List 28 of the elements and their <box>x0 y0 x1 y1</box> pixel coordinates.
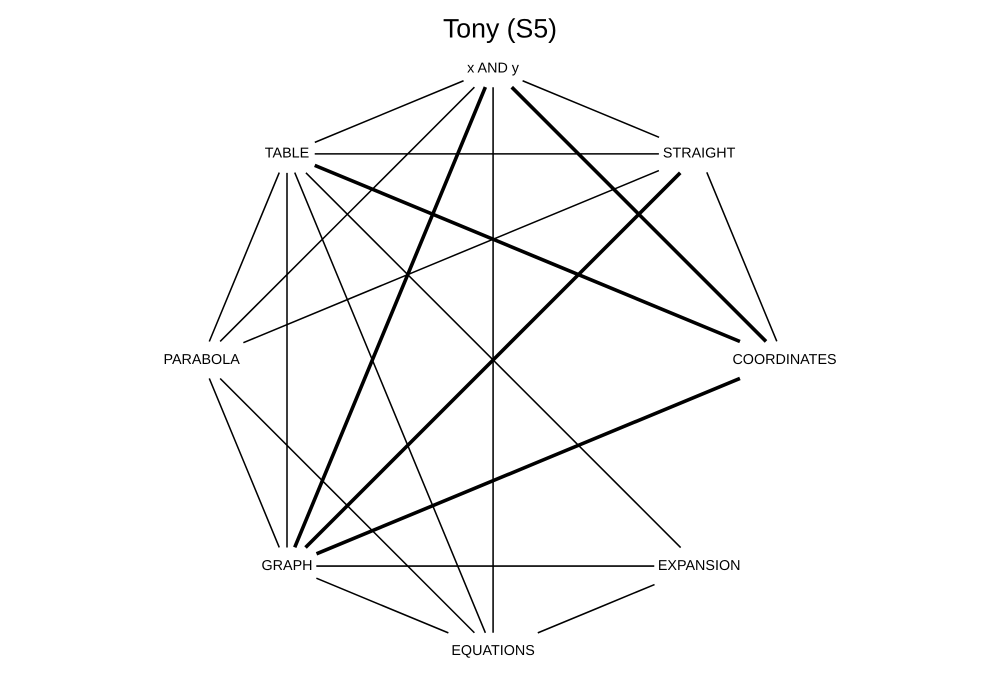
diagram-title: Tony (S5) <box>442 14 557 44</box>
connector <box>242 170 659 344</box>
node-text: PARABOLA <box>163 352 240 368</box>
connector <box>314 164 740 344</box>
connector <box>219 86 474 342</box>
node-text: GRAPH <box>260 558 312 574</box>
node-text: EXPANSION <box>657 558 740 574</box>
connector <box>286 172 288 548</box>
connector <box>315 376 740 556</box>
connector <box>510 86 767 343</box>
node-text: EQUATIONS <box>450 643 534 660</box>
connector <box>316 565 654 567</box>
connector <box>537 584 654 634</box>
connector <box>208 172 280 342</box>
connector <box>316 578 448 634</box>
node-text: x AND y <box>466 60 518 76</box>
node-text: TABLE <box>264 146 309 162</box>
connector <box>294 172 486 634</box>
connector <box>492 87 494 633</box>
connector <box>706 172 777 342</box>
connector <box>522 80 659 138</box>
connector <box>314 80 464 144</box>
connector <box>292 86 487 548</box>
connector <box>208 378 280 548</box>
connector <box>219 378 474 634</box>
connector <box>314 153 658 155</box>
node-text: STRAIGHT <box>662 146 735 162</box>
node-text: COORDINATES <box>732 352 836 368</box>
